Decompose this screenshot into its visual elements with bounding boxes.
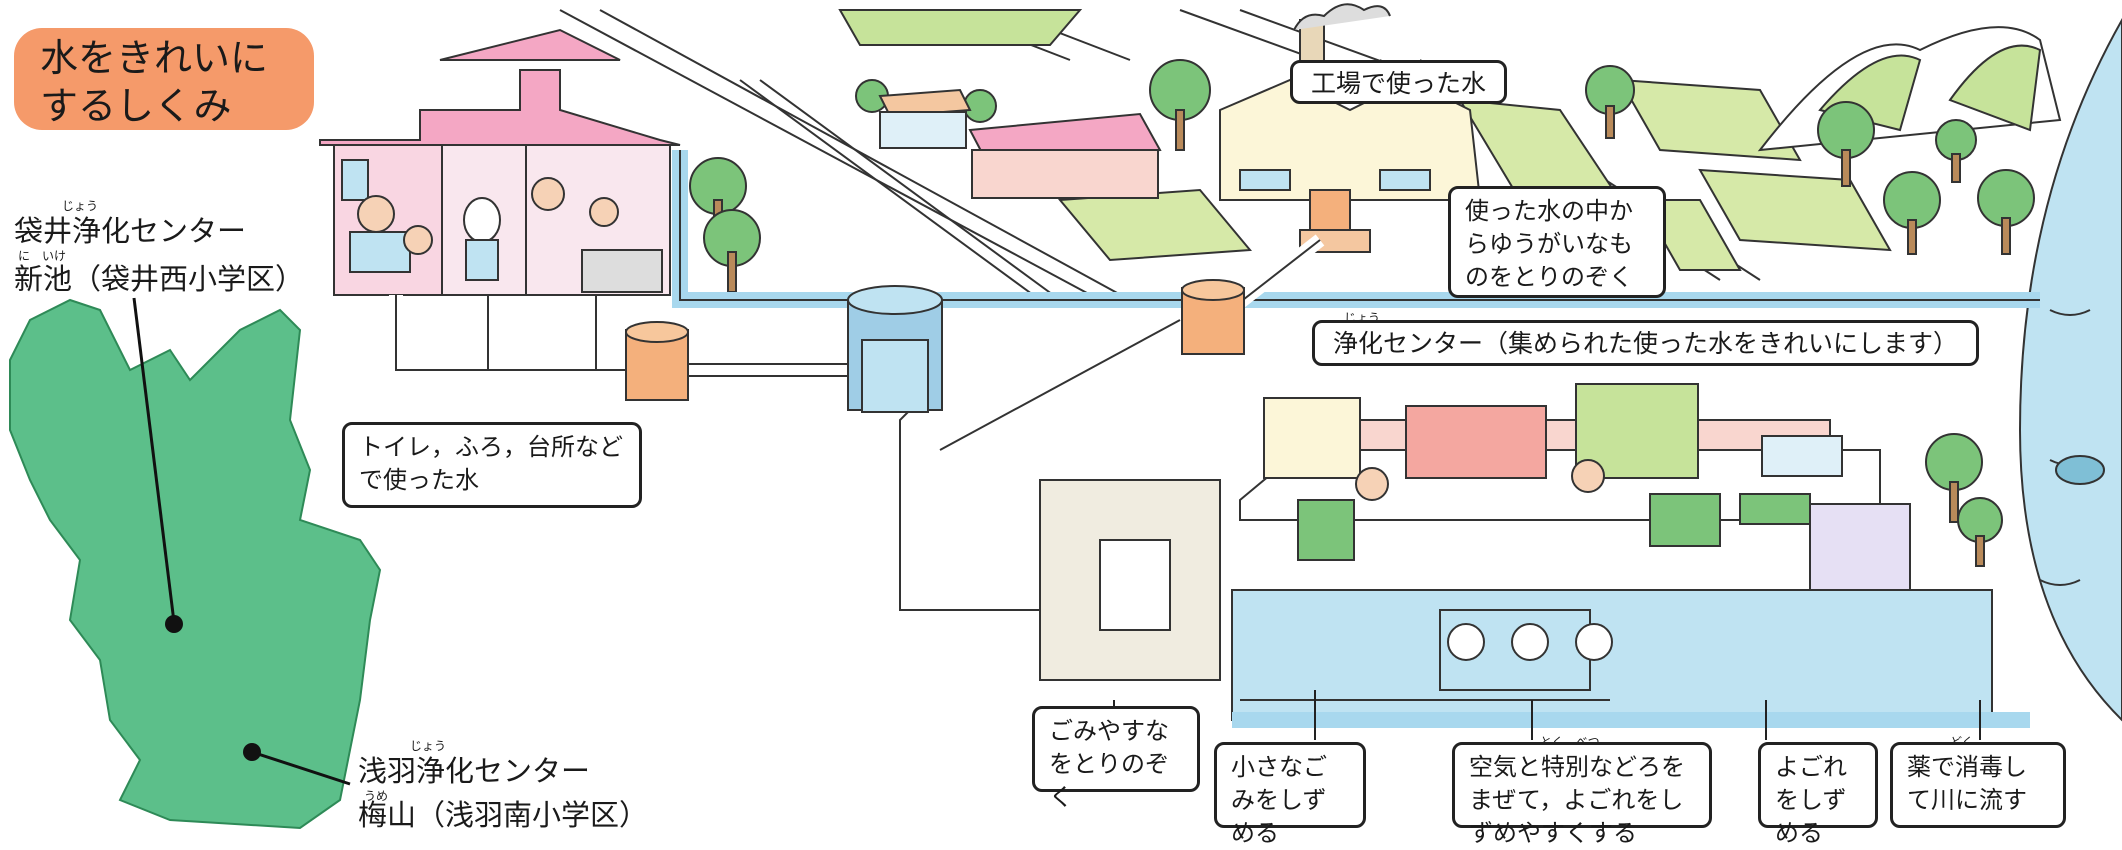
factory	[1219, 3, 1482, 253]
step-5-callout: 薬で消毒して川に流す	[1890, 742, 2066, 828]
mountains	[1757, 26, 2062, 152]
title-line-2: するしくみ	[40, 84, 232, 128]
treatment-plant	[1039, 383, 2030, 728]
sewage-system-illustration	[9, 3, 2122, 830]
title-line-1: 水をきれいに	[40, 36, 269, 80]
factory-water-callout: 工場で使った水	[1290, 60, 1508, 104]
household-water-callout: トイレ，ふろ，台所などで使った水	[342, 422, 642, 508]
fields	[838, 9, 1892, 271]
town-buildings	[878, 88, 1162, 199]
north-plant-ruby: じょう	[62, 199, 99, 213]
south-area-label: 梅山（浅羽南小学区）	[358, 798, 649, 832]
north-plant-label: 袋井浄化センター	[14, 214, 247, 248]
river	[2018, 17, 2122, 722]
step-1-callout: ごみやすなをとりのぞく	[1032, 706, 1200, 811]
page-title: 水をきれいに するしくみ	[14, 28, 314, 130]
trees	[689, 59, 2035, 567]
step-4-callout: よごれをしずめる	[1758, 742, 1878, 847]
north-area-ruby: に いけ	[18, 249, 67, 263]
south-plant-label: 浅羽浄化センター	[358, 754, 591, 788]
plant-banner: 浄化センター（集められた使った水をきれいにします）	[1312, 320, 1980, 366]
sewer-pipes	[389, 150, 2040, 618]
step-2-callout: 小さなごみをしずめる	[1214, 742, 1366, 847]
city-map	[9, 297, 382, 830]
south-plant-ruby: じょう	[410, 739, 447, 753]
south-area-ruby: うめ	[364, 789, 389, 803]
factory-pretreat-callout: 使った水の中からゆうがいなものをとりのぞく	[1448, 186, 1666, 298]
north-area-label: 新池（袋井西小学区）	[14, 262, 305, 296]
house	[319, 28, 681, 296]
manholes	[625, 279, 1245, 413]
step-3-callout: 空気と特別などろをまぜて，よごれをしずめやすくする	[1452, 742, 1712, 847]
